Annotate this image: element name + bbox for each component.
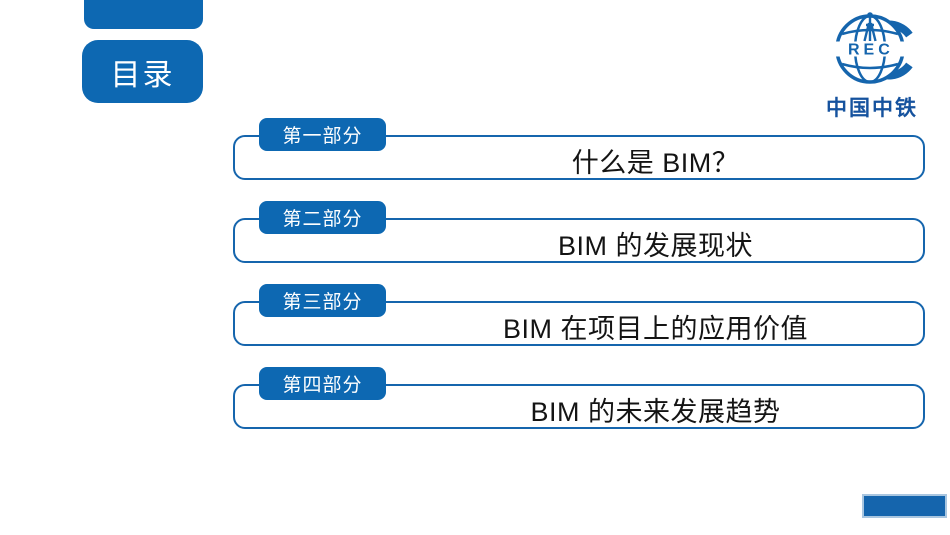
logo-monogram: REC (848, 42, 894, 59)
section-title: 什么是 BIM？ (571, 148, 740, 178)
section-badge-label: 第三部分 (282, 292, 363, 313)
section-row-2[interactable]: BIM 的发展现状 第二部分 (233, 201, 925, 263)
section-box: BIM 在项目上的应用价值 (233, 301, 925, 346)
section-badge: 第三部分 (259, 284, 386, 317)
section-row-3[interactable]: BIM 在项目上的应用价值 第三部分 (233, 284, 925, 346)
crec-globe-icon: REC (835, 12, 913, 84)
section-title: BIM 在项目上的应用价值 (502, 314, 808, 344)
section-row-4[interactable]: BIM 的未来发展趋势 第四部分 (233, 367, 925, 429)
bottom-right-bar (862, 494, 947, 518)
crec-logo: REC 中国中铁 (822, 8, 922, 120)
section-badge-label: 第一部分 (282, 126, 363, 147)
toc-badge: 目录 (82, 40, 203, 103)
section-badge-label: 第四部分 (282, 375, 363, 396)
section-title: BIM 的未来发展趋势 (530, 397, 781, 427)
top-tab-shape (84, 0, 203, 29)
section-badge-label: 第二部分 (282, 209, 363, 230)
section-row-1[interactable]: 什么是 BIM？ 第一部分 (233, 118, 925, 180)
section-badge: 第四部分 (259, 367, 386, 400)
toc-label: 目录 (110, 58, 175, 92)
section-badge: 第二部分 (259, 201, 386, 234)
logo-text: 中国中铁 (826, 97, 918, 120)
section-badge: 第一部分 (259, 118, 386, 151)
section-title: BIM 的发展现状 (557, 231, 753, 261)
